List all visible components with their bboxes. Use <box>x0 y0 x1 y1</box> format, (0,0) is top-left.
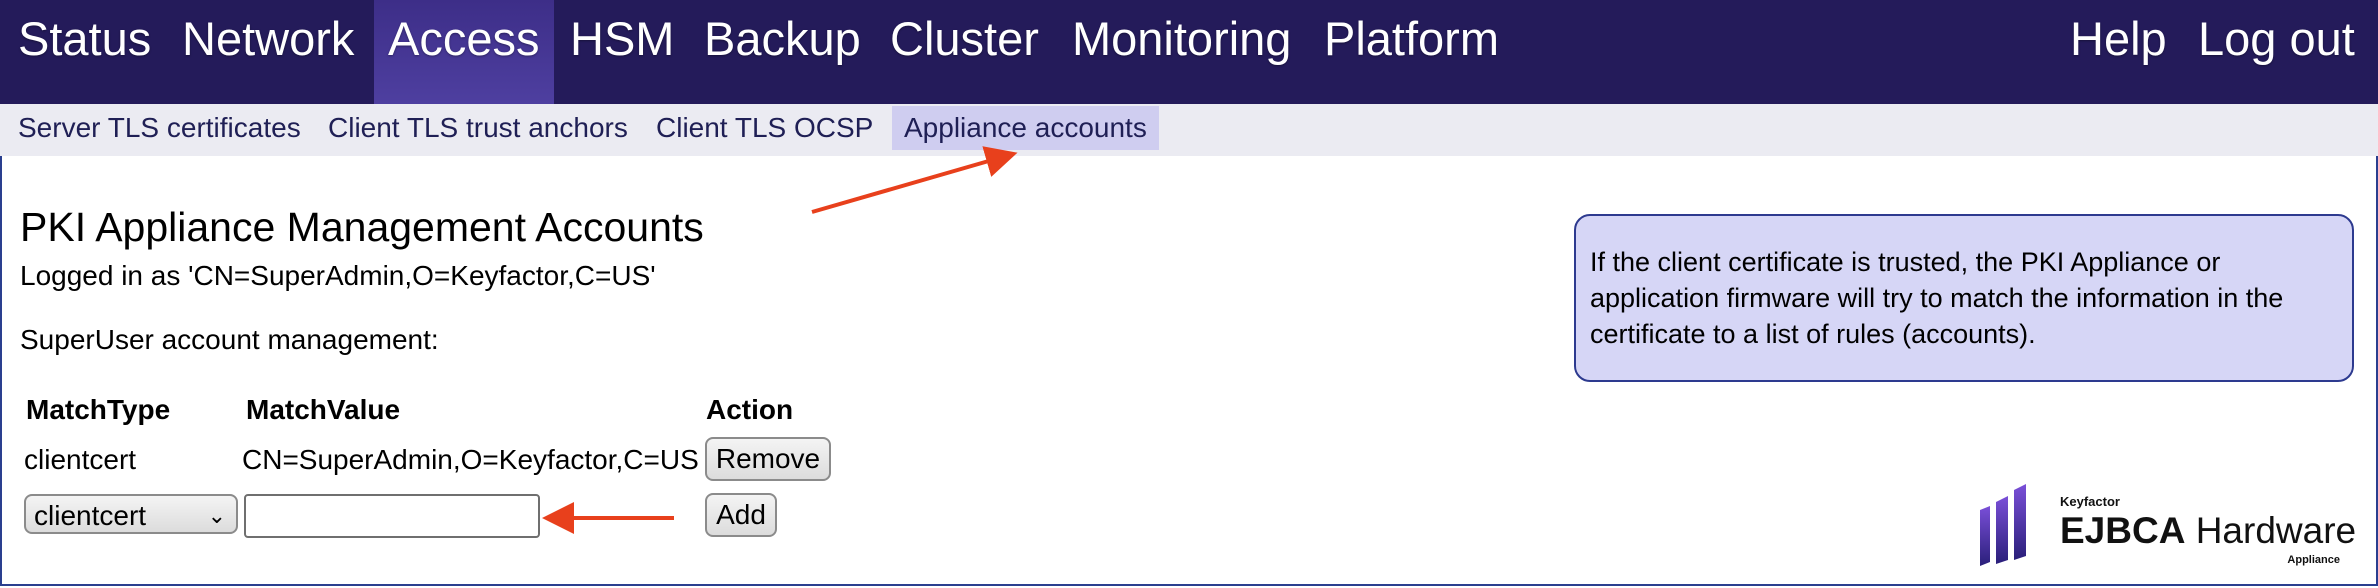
matchtype-select[interactable]: clientcert ⌄ <box>24 494 238 534</box>
chevron-down-icon: ⌄ <box>207 503 226 528</box>
matchvalue-input[interactable] <box>244 494 540 538</box>
page-title: PKI Appliance Management Accounts <box>20 204 704 250</box>
logo-mark-icon <box>1980 484 2026 566</box>
nav-cluster[interactable]: Cluster <box>890 12 1039 65</box>
logo-appliance: Appliance <box>2287 554 2340 566</box>
logo-company: Keyfactor <box>2060 494 2120 509</box>
remove-button[interactable]: Remove <box>705 437 831 481</box>
subnav-client-tls-ocsp[interactable]: Client TLS OCSP <box>656 112 874 143</box>
logo-product: EJBCA Hardware <box>2060 510 2356 552</box>
row-matchtype: clientcert <box>24 444 137 475</box>
logged-in-text: Logged in as 'CN=SuperAdmin,O=Keyfactor,… <box>20 260 656 291</box>
nav-platform[interactable]: Platform <box>1324 12 1499 65</box>
subnav-appliance-accounts[interactable]: Appliance accounts <box>892 106 1159 150</box>
nav-access[interactable]: Access <box>374 0 554 104</box>
nav-monitoring[interactable]: Monitoring <box>1072 12 1292 65</box>
logo-product-bold: EJBCA <box>2060 510 2186 551</box>
nav-backup[interactable]: Backup <box>704 12 861 65</box>
header-matchtype: MatchType <box>26 394 171 425</box>
matchtype-selected-value: clientcert <box>34 500 147 531</box>
nav-status[interactable]: Status <box>18 12 152 65</box>
sub-navigation: Server TLS certificates Client TLS trust… <box>0 104 2378 156</box>
info-box: If the client certificate is trusted, th… <box>1574 214 2354 382</box>
row-matchvalue: CN=SuperAdmin,O=Keyfactor,C=US <box>242 444 699 475</box>
add-button[interactable]: Add <box>705 493 777 537</box>
nav-help[interactable]: Help <box>2070 12 2167 65</box>
header-action: Action <box>706 394 794 425</box>
logo-product-rest: Hardware <box>2185 510 2357 551</box>
header-matchvalue: MatchValue <box>246 394 401 425</box>
subnav-client-tls-trust[interactable]: Client TLS trust anchors <box>328 112 628 143</box>
top-navigation: Status Network Access HSM Backup Cluster… <box>0 0 2378 104</box>
nav-network[interactable]: Network <box>182 12 355 65</box>
info-text: If the client certificate is trusted, th… <box>1590 247 2284 349</box>
nav-hsm[interactable]: HSM <box>570 12 675 65</box>
subnav-server-tls[interactable]: Server TLS certificates <box>18 112 301 143</box>
nav-logout[interactable]: Log out <box>2198 12 2355 65</box>
section-label: SuperUser account management: <box>20 324 439 355</box>
ejbca-logo: Keyfactor EJBCA Hardware Appliance <box>1976 484 2356 568</box>
